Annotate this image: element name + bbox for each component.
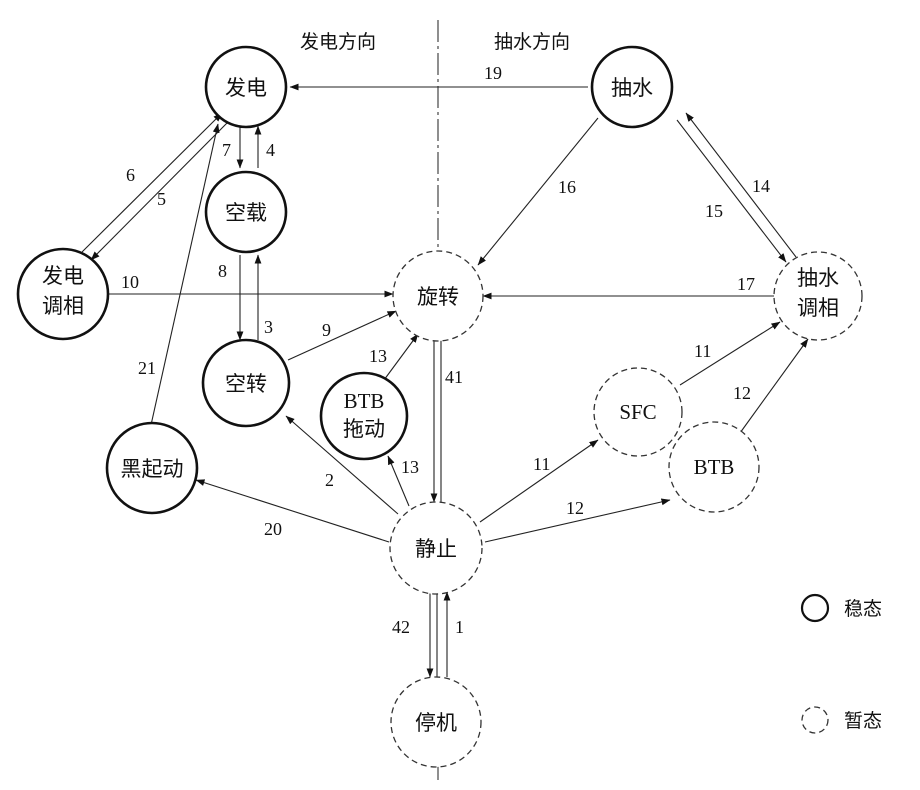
node-btb-drive: [319, 371, 409, 461]
label-btb: BTB: [694, 455, 735, 479]
edge-label-10: 10: [121, 272, 139, 292]
edge-label-16: 16: [558, 177, 576, 197]
legend-steady-symbol: [800, 593, 830, 623]
edge-20: [195, 479, 390, 543]
node-pumping: [590, 45, 674, 129]
label-shutdown: 停机: [415, 711, 457, 735]
edge-13-up: [383, 333, 419, 381]
node-pump-condenser: [773, 251, 863, 341]
node-spinning: [392, 250, 484, 342]
node-sfc: [593, 367, 683, 457]
legend: 稳态 暂态: [800, 593, 882, 734]
edge-16: [477, 117, 599, 266]
label-sfc: SFC: [619, 400, 656, 424]
edge-13-down: [387, 455, 410, 507]
edge-label-7: 7: [222, 140, 231, 160]
nodes: [16, 45, 863, 768]
legend-transient-symbol: [801, 706, 829, 734]
node-no-load: [204, 170, 288, 254]
edge-label-17: 17: [737, 274, 755, 294]
edge-label-41: 41: [445, 367, 463, 387]
edge-label-5: 5: [157, 189, 166, 209]
edge-label-11b: 11: [533, 454, 550, 474]
legend-transient-label: 暂态: [844, 710, 882, 732]
edge-label-42: 42: [392, 617, 410, 637]
label-pump-condenser-1: 抽水: [797, 266, 839, 290]
edge-label-11a: 11: [694, 341, 711, 361]
edge-2: [285, 415, 399, 515]
edge-label-6: 6: [126, 165, 135, 185]
edge-label-15: 15: [705, 201, 723, 221]
edge-15: [676, 119, 787, 263]
edge-label-12b: 12: [566, 498, 584, 518]
edge-label-20: 20: [264, 519, 282, 539]
edges: [81, 83, 809, 678]
label-generating: 发电: [225, 76, 267, 100]
edge-label-21: 21: [138, 358, 156, 378]
label-gen-condenser-2: 调相: [42, 294, 84, 318]
node-shutdown: [390, 676, 482, 768]
edge-12-down: [484, 498, 671, 543]
edge-9: [287, 310, 397, 361]
edge-label-4: 4: [266, 140, 275, 160]
label-gen-condenser-1: 发电: [42, 264, 84, 288]
legend-steady-label: 稳态: [844, 598, 882, 620]
label-black-start: 黑起动: [121, 457, 184, 481]
label-idle-spin: 空转: [225, 372, 267, 396]
edge-5: [90, 121, 229, 261]
label-spinning: 旋转: [417, 285, 459, 309]
edge-label-13b: 13: [401, 457, 419, 477]
edge-21: [150, 123, 220, 426]
edge-14: [685, 112, 797, 258]
edge-label-3: 3: [264, 317, 273, 337]
edge-11-down: [479, 439, 599, 523]
node-gen-condenser: [16, 247, 110, 341]
edge-11-up: [679, 321, 781, 386]
node-standstill: [389, 501, 483, 595]
edge-6: [81, 112, 223, 253]
node-black-start: [105, 421, 199, 515]
node-idle-spin: [201, 338, 291, 428]
label-pump-condenser-2: 调相: [797, 296, 839, 320]
edge-label-19: 19: [484, 63, 502, 83]
edge-label-13a: 13: [369, 346, 387, 366]
label-no-load: 空载: [225, 201, 267, 225]
label-btb-drive-1: BTB: [344, 389, 385, 413]
edge-label-9: 9: [322, 320, 331, 340]
edge-label-12a: 12: [733, 383, 751, 403]
label-btb-drive-2: 拖动: [343, 417, 385, 441]
label-pumping: 抽水: [611, 76, 653, 100]
edge-label-2: 2: [325, 470, 334, 490]
node-btb: [668, 421, 760, 513]
direction-pump: 抽水方向: [494, 31, 570, 53]
edge-12-up: [739, 338, 809, 434]
label-standstill: 静止: [415, 537, 457, 561]
edge-label-14: 14: [752, 176, 770, 196]
edge-labels: 19 16 14 15 7 4 6 5 8 3 10 17 9 13 41 11…: [121, 63, 770, 637]
node-generating: [204, 45, 288, 129]
edge-label-1: 1: [455, 617, 464, 637]
node-labels: 发电 抽水 空载 发电 调相 旋转 抽水 调相 空转 BTB 拖动 SFC BT…: [42, 76, 839, 735]
edge-label-8: 8: [218, 261, 227, 281]
direction-generate: 发电方向: [300, 31, 376, 53]
